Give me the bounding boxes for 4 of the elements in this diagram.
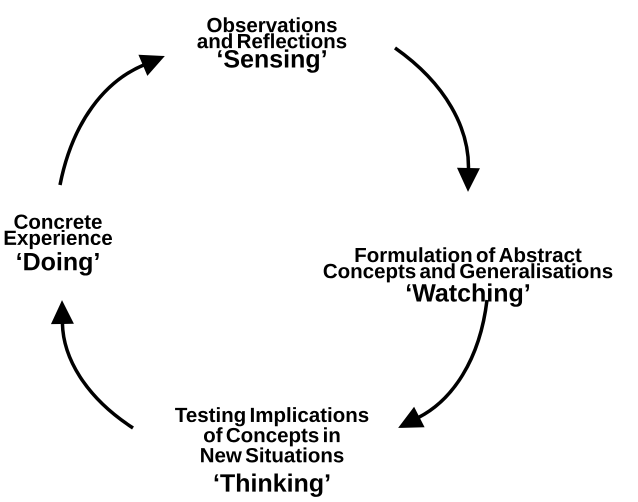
stage-label: Formulation of Abstract Concepts and Generalisations ‘Watching’ [324, 247, 612, 307]
stage-label: Observations and Reflections ‘Sensing’ [197, 17, 346, 73]
stage-label: Concrete Experience ‘Doing’ [4, 214, 112, 276]
stage-label: Testing Implications of Concepts in New Situations ‘Thinking’ [175, 407, 368, 497]
